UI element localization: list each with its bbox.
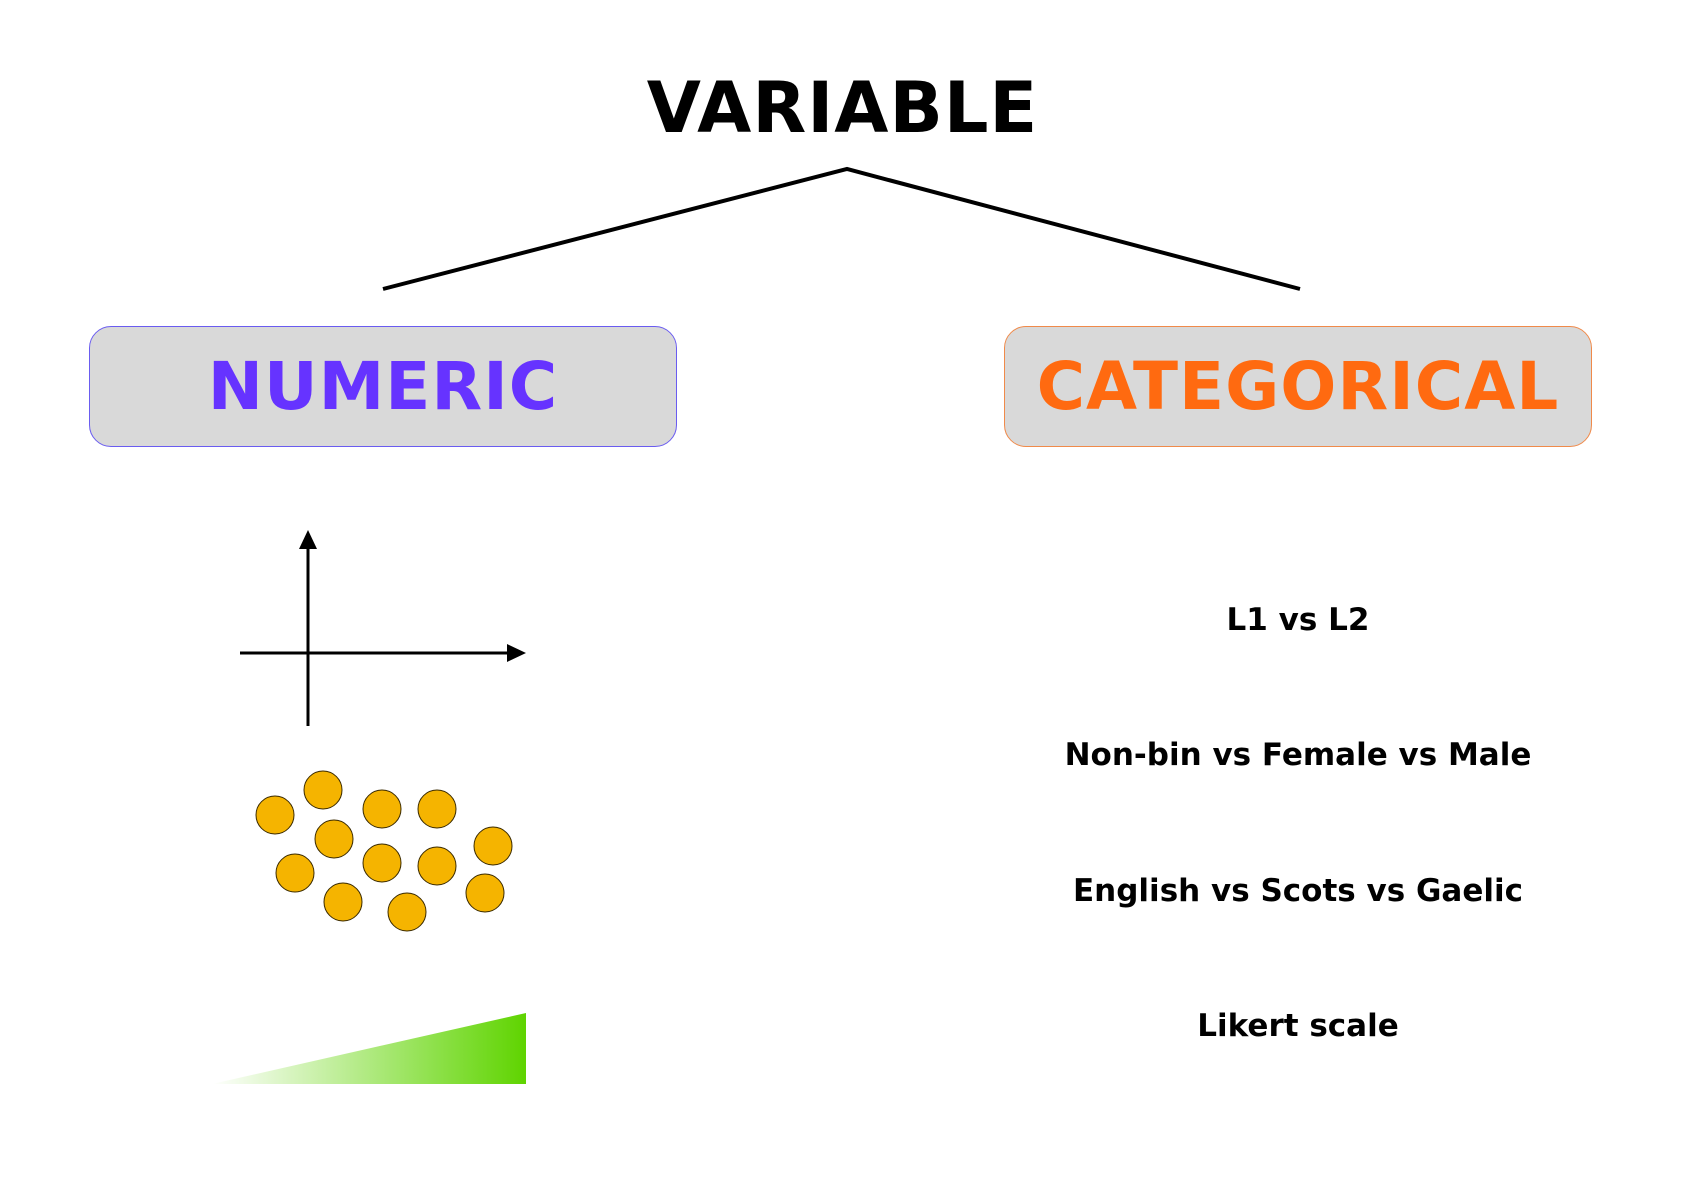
axes-icon <box>240 530 526 726</box>
categorical-label: CATEGORICAL <box>1036 348 1560 425</box>
dot <box>275 853 315 893</box>
dot <box>362 789 402 829</box>
dot <box>473 826 513 866</box>
dot <box>417 846 457 886</box>
dot <box>255 795 295 835</box>
diagram-title: VARIABLE <box>646 67 1039 149</box>
categorical-item: L1 vs L2 <box>1226 602 1370 638</box>
branch-lines <box>382 166 1301 291</box>
dot <box>323 882 363 922</box>
dot <box>362 843 402 883</box>
gradient-ramp-icon <box>212 1013 526 1084</box>
dot <box>303 770 343 810</box>
categorical-item: Non-bin vs Female vs Male <box>1064 737 1532 773</box>
categorical-item: Likert scale <box>1197 1008 1399 1044</box>
dot <box>314 819 354 859</box>
dots-cluster-icon <box>255 770 513 932</box>
y-axis-arrowhead <box>299 530 317 549</box>
numeric-box: NUMERIC <box>89 326 677 447</box>
numeric-label: NUMERIC <box>207 348 559 425</box>
dot <box>465 873 505 913</box>
dot <box>417 789 457 829</box>
categorical-box: CATEGORICAL <box>1004 326 1592 447</box>
x-axis-arrowhead <box>507 644 526 662</box>
categorical-item: English vs Scots vs Gaelic <box>1073 873 1523 909</box>
dot <box>387 892 427 932</box>
